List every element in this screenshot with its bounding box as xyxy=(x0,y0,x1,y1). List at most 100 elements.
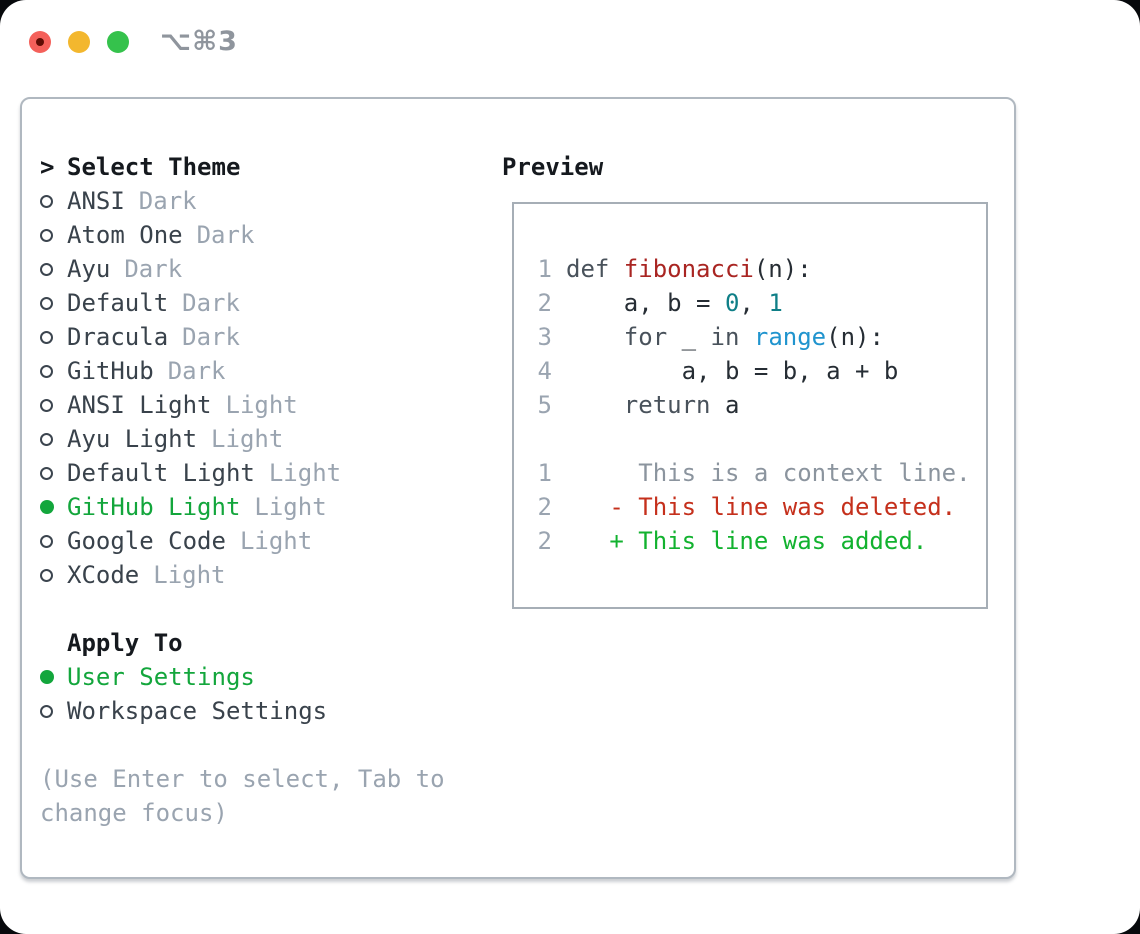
apply-to-title: Apply To xyxy=(67,629,183,657)
keyboard-hint: (Use Enter to select, Tab to change focu… xyxy=(40,765,445,827)
line-number: 3 xyxy=(537,323,552,351)
line-number xyxy=(536,422,552,456)
theme-option-label: Dracula xyxy=(67,323,169,351)
theme-option-label: Default Light xyxy=(67,459,255,487)
radio-circle-icon xyxy=(40,296,53,310)
radio-marker-icon xyxy=(40,262,67,276)
theme-option[interactable]: Ayu Light Light xyxy=(40,422,490,456)
line-number: 4 xyxy=(537,357,552,385)
radio-marker-icon xyxy=(40,194,67,208)
theme-option[interactable]: Default Light Light xyxy=(40,456,490,490)
theme-option-label: ANSI xyxy=(67,187,125,215)
line-number: 5 xyxy=(537,391,552,419)
radio-marker-icon xyxy=(40,534,67,548)
radio-marker-icon xyxy=(40,432,67,446)
titlebar: ⌥⌘3 xyxy=(29,26,238,57)
radio-circle-icon xyxy=(40,398,53,412)
radio-circle-icon xyxy=(40,534,53,548)
radio-marker-icon xyxy=(40,330,67,344)
theme-variant-label: Light xyxy=(225,391,298,419)
radio-circle-icon xyxy=(40,228,53,242)
radio-circle-icon xyxy=(40,262,53,276)
theme-variant-label: Dark xyxy=(124,255,183,283)
code-text: def fibonacci(n): xyxy=(566,255,812,283)
theme-variant-label: Dark xyxy=(196,221,255,249)
theme-selector-header: > Select Theme xyxy=(40,150,490,184)
code-line: 2 + This line was added. xyxy=(536,524,986,558)
radio-circle-icon xyxy=(40,568,53,582)
code-text: a, b = b, a + b xyxy=(566,357,899,385)
theme-option[interactable]: Ayu Dark xyxy=(40,252,490,286)
theme-variant-label: Dark xyxy=(182,323,240,351)
theme-option-label: Ayu Light xyxy=(67,425,198,453)
theme-option[interactable]: XCode Light xyxy=(40,558,490,592)
apply-to-option[interactable]: Workspace Settings xyxy=(40,694,490,728)
radio-marker-icon xyxy=(40,296,67,310)
code-line: 2 a, b = 0, 1 xyxy=(536,286,986,320)
theme-variant-label: Dark xyxy=(182,289,240,317)
radio-circle-icon xyxy=(40,466,53,480)
code-line: 4 a, b = b, a + b xyxy=(536,354,986,388)
theme-option[interactable]: Google Code Light xyxy=(40,524,490,558)
code-line: 5 return a xyxy=(536,388,986,422)
radio-circle-icon xyxy=(40,432,53,446)
theme-option-label: Default xyxy=(67,289,169,317)
selected-dot-icon xyxy=(40,500,54,514)
close-window-button[interactable] xyxy=(29,30,51,53)
theme-variant-label: Light xyxy=(153,561,226,589)
theme-variant-label: Dark xyxy=(138,187,197,215)
theme-option-label: ANSI Light xyxy=(67,391,212,419)
code-text: - This line was deleted. xyxy=(566,493,957,521)
line-number: 1 xyxy=(537,459,552,487)
radio-marker-icon xyxy=(40,704,67,718)
theme-option-label: Google Code xyxy=(67,527,226,555)
minimize-window-button[interactable] xyxy=(68,30,90,53)
radio-circle-icon xyxy=(40,704,53,718)
theme-variant-label: Light xyxy=(211,425,284,453)
radio-marker-icon xyxy=(40,568,67,582)
code-text: return a xyxy=(623,391,740,419)
theme-variant-label: Light xyxy=(268,459,342,487)
theme-selector-title: Select Theme xyxy=(67,153,241,181)
theme-option-label: GitHub xyxy=(67,357,154,385)
radio-marker-icon xyxy=(40,398,67,412)
theme-option[interactable]: ANSI Light Light xyxy=(40,388,490,422)
code-line xyxy=(536,422,986,456)
radio-marker-icon xyxy=(40,228,67,242)
preview-title: Preview xyxy=(502,153,604,181)
theme-option[interactable]: Atom One Dark xyxy=(40,218,490,252)
theme-variant-label: Light xyxy=(239,527,313,555)
keyboard-shortcut-label: ⌥⌘3 xyxy=(160,26,238,57)
apply-to-header: Apply To xyxy=(40,626,490,660)
code-text: This is a context line. xyxy=(566,459,971,487)
code-text: + This line was added. xyxy=(566,527,928,555)
theme-option[interactable]: Default Dark xyxy=(40,286,490,320)
theme-option[interactable]: ANSI Dark xyxy=(40,184,490,218)
theme-option-label: Atom One xyxy=(67,221,183,249)
theme-option-label: XCode xyxy=(67,561,140,589)
radio-circle-icon xyxy=(40,364,53,378)
radio-marker-icon xyxy=(40,670,67,684)
radio-circle-icon xyxy=(40,330,53,344)
zoom-window-button[interactable] xyxy=(107,30,129,53)
radio-marker-icon xyxy=(40,500,67,514)
apply-to-option-label: User Settings xyxy=(67,663,255,691)
theme-option-label: Ayu xyxy=(67,255,111,283)
prompt-icon: > xyxy=(40,153,55,181)
code-line: 2 - This line was deleted. xyxy=(536,490,986,524)
line-number: 2 xyxy=(537,493,552,521)
selected-dot-icon xyxy=(40,670,54,684)
theme-option[interactable]: Dracula Dark xyxy=(40,320,490,354)
radio-marker-icon xyxy=(40,364,67,378)
radio-circle-icon xyxy=(40,194,53,208)
code-line: 1 This is a context line. xyxy=(536,456,986,490)
apply-to-option[interactable]: User Settings xyxy=(40,660,490,694)
